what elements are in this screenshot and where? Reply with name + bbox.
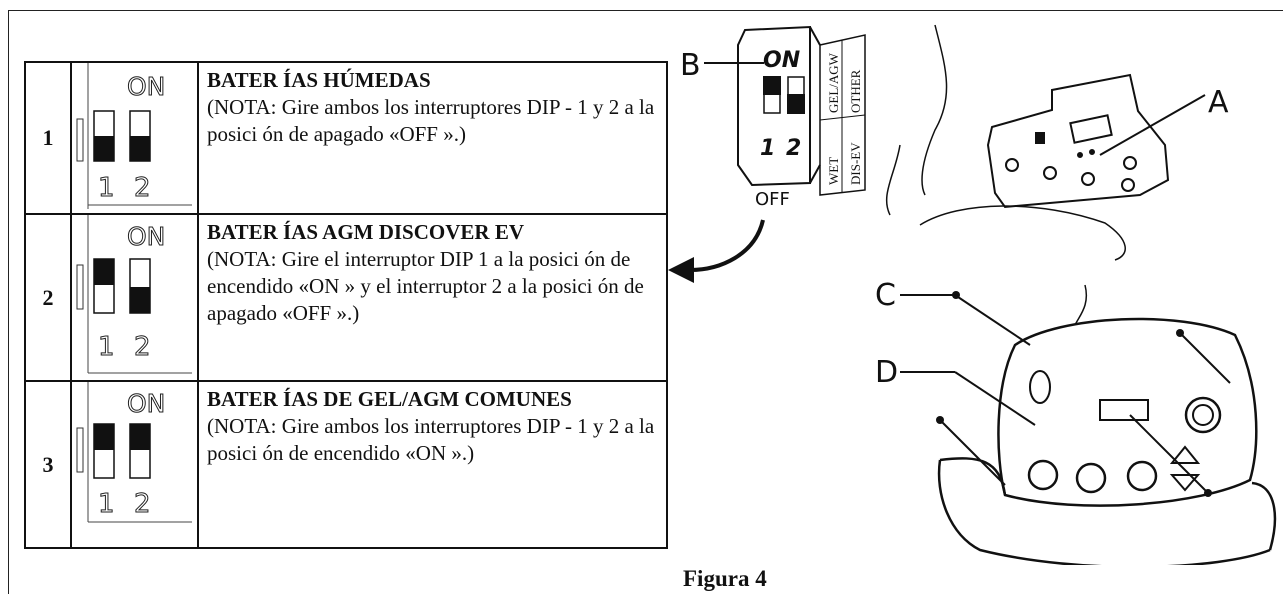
battery-note: (NOTA: Gire ambos los interruptores DIP …: [207, 95, 655, 146]
arrow-icon: [689, 219, 765, 272]
row-description: BATER ÍAS DE GEL/AGM COMUNES (NOTA: Gire…: [197, 380, 668, 549]
callout-c-label: C: [875, 278, 896, 313]
switch-1-slider: [94, 259, 114, 285]
row-description: BATER ÍAS HÚMEDAS (NOTA: Gire ambos los …: [197, 61, 668, 215]
switch-number-2: 2: [134, 173, 151, 203]
closeup-number-2: 2: [786, 136, 801, 161]
switch-1-slider: [94, 136, 114, 161]
switch-2-slider: [130, 287, 150, 313]
battery-type-title: BATER ÍAS AGM DISCOVER EV: [207, 220, 524, 244]
switch-on-label: ON: [127, 222, 165, 251]
dip-switch-graphic: ON 1 2: [70, 213, 199, 382]
switch-number-1: 1: [98, 489, 115, 519]
switch-number-1: 1: [98, 173, 115, 203]
switch-on-label: ON: [127, 389, 165, 418]
closeup-side-other: OTHER: [848, 69, 863, 113]
dip-switch-graphic: ON 1 2: [70, 380, 199, 549]
battery-note: (NOTA: Gire el interruptor DIP 1 a la po…: [207, 247, 644, 325]
dip-switch-icon: ON 1 2: [76, 215, 192, 374]
switch-2-slider: [130, 424, 150, 450]
closeup-number-1: 1: [760, 136, 775, 161]
callout-a-label: A: [1208, 85, 1229, 120]
table-row: 3 ON 1 2 BATER ÍAS DE GEL/AGM COMUNES (N…: [24, 380, 668, 549]
arrowhead-icon: [668, 257, 694, 283]
circuit-board: [986, 73, 1170, 209]
dip-switch-closeup: [737, 25, 866, 196]
row-number: 1: [24, 61, 72, 215]
switch-2-slider: [130, 136, 150, 161]
row-number: 2: [24, 213, 72, 382]
closeup-on-label: ON: [763, 48, 800, 73]
page-frame: [8, 10, 1283, 594]
switch-number-2: 2: [134, 332, 151, 362]
dip-switch-icon: ON 1 2: [76, 382, 192, 523]
closeup-side-disev: DIS-EV: [848, 142, 863, 185]
battery-note: (NOTA: Gire ambos los interruptores DIP …: [207, 414, 655, 465]
callout-b-label: B: [680, 48, 701, 83]
closeup-side-wet: WET: [826, 157, 841, 185]
switch-number-2: 2: [134, 489, 151, 519]
control-panel: [937, 317, 1277, 565]
battery-type-title: BATER ÍAS DE GEL/AGM COMUNES: [207, 387, 572, 411]
switch-1-slider: [94, 424, 114, 450]
table-row: 1 ON 1 2 BATER ÍAS HÚMEDAS (NOTA: Gire a…: [24, 61, 668, 215]
figure-caption: Figura 4: [683, 566, 767, 591]
switch-on-label: ON: [127, 72, 165, 101]
row-description: BATER ÍAS AGM DISCOVER EV (NOTA: Gire el…: [197, 213, 668, 382]
closeup-off-label: OFF: [755, 189, 790, 210]
charger-illustration: ON 1 2 GEL/AGW OTHER WET DIS-EV OFF B A: [668, 24, 1277, 565]
callout-d-label: D: [875, 355, 898, 390]
row-number: 3: [24, 380, 72, 549]
dip-settings-table: 1 ON 1 2 BATER ÍAS HÚMEDAS (NOTA: Gire a…: [24, 61, 668, 549]
switch-number-1: 1: [98, 332, 115, 362]
dip-switch-graphic: ON 1 2: [70, 61, 199, 215]
table-row: 2 ON 1 2 BATER ÍAS AGM DISCOVER EV (NOTA…: [24, 213, 668, 382]
closeup-side-gel: GEL/AGW: [826, 52, 841, 113]
dip-switch-icon: ON 1 2: [76, 63, 192, 209]
battery-type-title: BATER ÍAS HÚMEDAS: [207, 68, 431, 92]
